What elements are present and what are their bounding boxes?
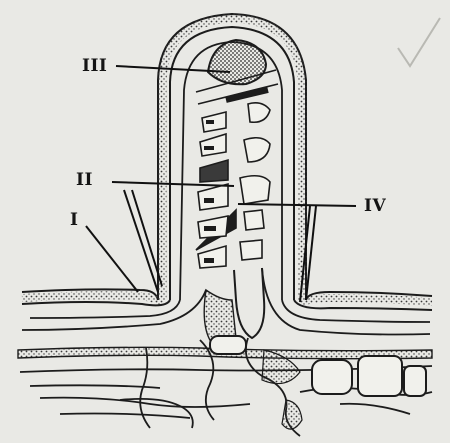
mucosa-surface-right-dots [302, 298, 432, 304]
label-four: IV [364, 198, 386, 215]
tissue-cells-bottom [210, 336, 426, 396]
label-two: II [76, 172, 93, 189]
check-mark-icon [398, 18, 440, 66]
leader-line-iv-drop-2 [306, 206, 316, 300]
label-one: I [70, 212, 78, 229]
central-lacteal [234, 268, 264, 338]
leader-line-iv [238, 204, 356, 206]
leader-line-ii-drop [124, 190, 158, 292]
leader-line-ii [112, 182, 234, 186]
label-three: III [82, 58, 107, 75]
leader-line-i [86, 226, 138, 292]
lacteal-top-region [208, 40, 266, 84]
